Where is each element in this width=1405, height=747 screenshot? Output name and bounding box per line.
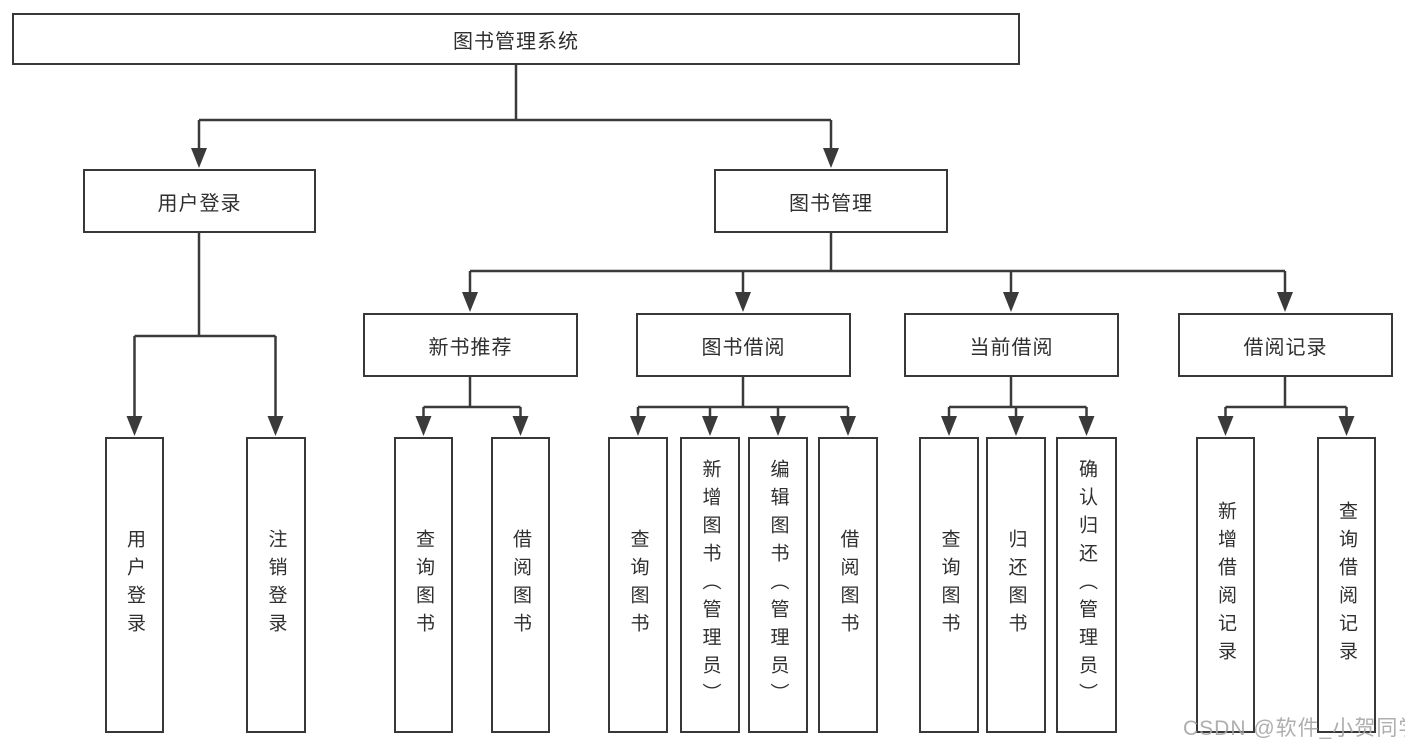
arrowhead-icon: [267, 416, 284, 436]
leaf-br-add-borrow-record: 新增借阅记录: [1196, 437, 1255, 733]
leaf-nbr-borrow-books: 借阅图书: [491, 437, 550, 733]
arrowhead-icon: [462, 292, 478, 312]
arrowhead-icon: [126, 416, 143, 436]
arrowhead-icon: [1217, 416, 1234, 436]
node-label: 用户登录: [157, 192, 242, 215]
arrowhead-icon: [1078, 416, 1095, 436]
node-borrowing-records: 借阅记录: [1178, 313, 1393, 377]
node-user-login: 用户登录: [83, 169, 316, 233]
leaf-logout-login: 注销登录: [246, 437, 306, 733]
leaf-label: 归还图书: [1005, 529, 1027, 641]
node-label: 新书推荐: [428, 336, 513, 359]
arrowhead-icon: [840, 416, 856, 436]
connector-bookmgmt-to-level3: [468, 233, 1287, 296]
node-label: 当前借阅: [969, 336, 1054, 359]
leaf-label: 借阅图书: [510, 529, 531, 641]
connector-newbook-to-leaves: [422, 377, 522, 420]
leaf-br-query-borrow-record: 查询借阅记录: [1317, 437, 1376, 733]
leaf-bb-borrow-books: 借阅图书: [818, 437, 878, 733]
connector-root-to-level2: [197, 65, 833, 152]
connector-userlogin-to-leaves: [133, 233, 277, 420]
leaf-label: 新增借阅记录: [1215, 501, 1236, 669]
connector-borrowrec-to-leaves: [1224, 377, 1348, 420]
arrowhead-icon: [735, 292, 751, 312]
arrowhead-icon: [1008, 416, 1024, 436]
leaf-label: 新增图书（管理员）: [699, 459, 721, 711]
node-library-management-system: 图书管理系统: [12, 13, 1020, 65]
node-book-management: 图书管理: [714, 169, 948, 233]
leaf-cb-return-books: 归还图书: [986, 437, 1046, 733]
node-book-borrowing: 图书借阅: [636, 313, 851, 377]
node-label: 图书管理: [789, 192, 873, 215]
node-current-borrowing: 当前借阅: [904, 313, 1119, 377]
node-label: 图书管理系统: [453, 30, 579, 53]
arrowhead-icon: [1338, 416, 1355, 436]
leaf-nbr-query-books: 查询图书: [394, 437, 453, 733]
node-new-book-recommend: 新书推荐: [363, 313, 578, 377]
arrowhead-icon: [1003, 292, 1019, 312]
arrowhead-icon: [1277, 292, 1293, 312]
leaf-label: 借阅图书: [837, 529, 859, 641]
leaf-label: 编辑图书（管理员）: [767, 459, 789, 711]
leaf-label: 用户登录: [124, 529, 145, 641]
leaf-label: 查询图书: [627, 529, 649, 641]
leaf-bb-edit-books-admin: 编辑图书（管理员）: [748, 437, 808, 733]
arrowhead-icon: [823, 148, 839, 168]
arrowhead-icon: [630, 416, 646, 436]
arrowhead-icon: [512, 416, 529, 436]
leaf-cb-query-books: 查询图书: [919, 437, 979, 733]
connector-bookborrow-to-leaves: [636, 377, 850, 420]
arrowhead-icon: [415, 416, 432, 436]
arrowhead-icon: [770, 416, 786, 436]
leaf-label: 确认归还（管理员）: [1076, 459, 1097, 711]
leaf-user-login: 用户登录: [105, 437, 164, 733]
leaf-label: 查询图书: [413, 529, 434, 641]
leaf-bb-add-books-admin: 新增图书（管理员）: [680, 437, 740, 733]
leaf-bb-query-books: 查询图书: [608, 437, 668, 733]
leaf-label: 注销登录: [265, 529, 287, 641]
arrowhead-icon: [702, 416, 718, 436]
leaf-label: 查询图书: [938, 529, 960, 641]
leaf-label: 查询借阅记录: [1336, 501, 1357, 669]
node-label: 借阅记录: [1243, 336, 1328, 359]
node-label: 图书借阅: [701, 336, 786, 359]
arrowhead-icon: [941, 416, 957, 436]
leaf-cb-confirm-return-admin: 确认归还（管理员）: [1056, 437, 1117, 733]
connector-curborrow-to-leaves: [947, 377, 1088, 420]
csdn-watermark: CSDN @软件_小贺同学: [1183, 717, 1405, 740]
arrowhead-icon: [191, 148, 207, 168]
